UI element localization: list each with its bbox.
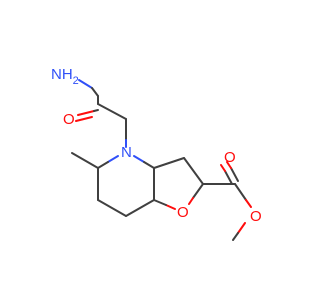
bond-o-c7a-b xyxy=(153,199,167,206)
bond-ester-c-o-a xyxy=(234,183,247,201)
atom-label-amide-h2-subscript: 2 xyxy=(73,75,79,87)
bond-amide-c-o-2 xyxy=(75,116,93,122)
bond-ester-c-carbonyl-2b xyxy=(226,161,232,169)
bond-ester-c-carbonyl-2a xyxy=(230,167,239,182)
atom-label-ring-nitrogen: N xyxy=(121,144,132,161)
bond-c3a-n xyxy=(133,155,145,163)
bond-n-c-methyl-carbon-b xyxy=(97,161,109,169)
molecule-canvas: NH2 O N O O O xyxy=(51,66,262,241)
bond-amide-c-o-1 xyxy=(77,110,95,116)
bond-o-c7a-a xyxy=(165,204,176,210)
bond-amide-c-ch2-b xyxy=(97,103,127,120)
bond-ester-c-carbonyl-1a xyxy=(224,170,233,185)
bond-c2-o-a xyxy=(192,183,204,199)
bond-methyl xyxy=(71,152,99,169)
bond-c3a-n-b xyxy=(143,161,155,169)
bond-c2-o-b xyxy=(188,197,194,205)
bond-ester-c-o-b xyxy=(245,199,252,208)
bond-nh2-c-amide-carbon xyxy=(91,87,99,97)
bond-c3-c2 xyxy=(183,157,204,185)
atom-label-ester-carbonyl-oxygen: O xyxy=(224,149,236,166)
bond-ester-o-methyl-b xyxy=(232,232,239,241)
structure-diagram: NH2 O N O O O xyxy=(51,66,262,241)
bond-ring-c7-c7a xyxy=(125,199,155,217)
bond-nh2-c-amide xyxy=(78,79,93,89)
atom-label-amide-nitrogen: NH2 xyxy=(51,66,79,87)
atom-label-ring-oxygen: O xyxy=(177,204,189,221)
bond-n-c-methyl-carbon xyxy=(107,155,119,163)
atom-label-amide-oxygen: O xyxy=(63,111,75,128)
bond-ester-o-methyl-a xyxy=(237,222,246,234)
bond-ring-c6-c7 xyxy=(97,199,127,217)
bond-ester-c-carbonyl-1b xyxy=(220,164,226,172)
bond-c3a-c3 xyxy=(153,157,185,169)
bond-amide-c-o-1b xyxy=(93,109,99,112)
atom-label-ester-oxygen: O xyxy=(250,208,262,225)
